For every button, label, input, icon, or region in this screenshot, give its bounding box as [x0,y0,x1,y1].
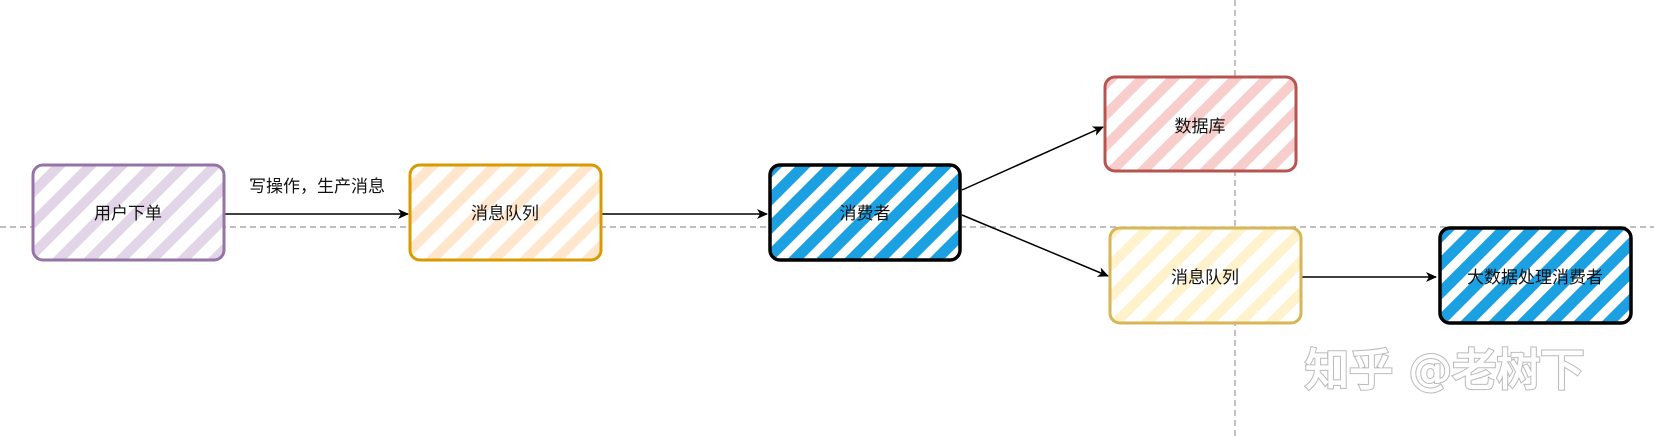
node-message-queue-secondary[interactable]: 消息队列 [1108,226,1303,325]
node-message-queue-main[interactable]: 消息队列 [408,163,603,262]
node-bigdata-consumer-label: 大数据处理消费者 [1467,268,1603,288]
node-consumer-label: 消费者 [840,204,891,224]
watermark-text: 知乎 @老树下 [1305,345,1584,396]
node-user-order-label: 用户下单 [94,204,162,224]
node-database-label: 数据库 [1175,117,1226,137]
node-user-order[interactable]: 用户下单 [31,163,226,262]
node-message-queue-secondary-label: 消息队列 [1171,268,1239,288]
node-consumer[interactable]: 消费者 [768,163,962,262]
edge-consumer-to-database [961,126,1104,191]
node-message-queue-main-label: 消息队列 [471,204,539,224]
node-bigdata-consumer[interactable]: 大数据处理消费者 [1438,226,1633,325]
node-database[interactable]: 数据库 [1103,75,1298,173]
edge-consumer-to-mq-secondary [961,214,1109,277]
edge-label-write-produce: 写操作，生产消息 [249,177,385,197]
